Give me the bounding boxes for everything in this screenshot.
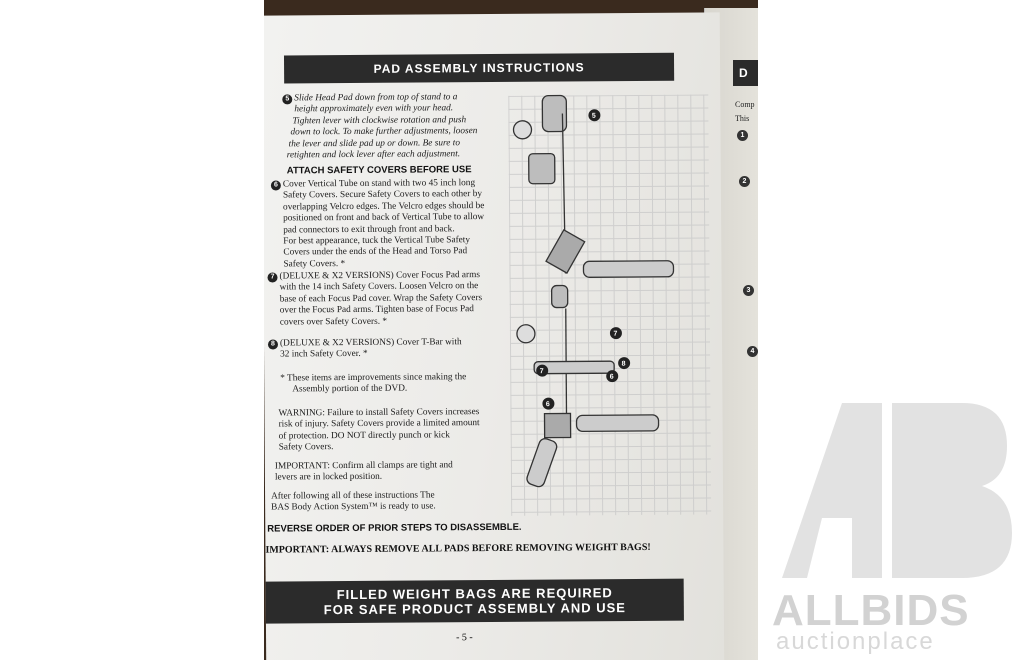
text-line: Covers under the ends of the Head and To…: [283, 246, 468, 258]
head-pad: [541, 94, 568, 133]
text-line: * These items are improvements since mak…: [280, 372, 467, 384]
warning-text: WARNING: Failure to install Safety Cover…: [278, 407, 479, 454]
t-bar: [533, 360, 615, 375]
page-title: PAD ASSEMBLY INSTRUCTIONS: [283, 52, 675, 84]
text-line: Slide Head Pad down from top of stand to…: [294, 92, 458, 104]
text-line: (DELUXE & X2 VERSIONS) Cover Focus Pad a…: [279, 270, 481, 282]
step-number: 5: [282, 94, 293, 105]
text-line: (DELUXE & X2 VERSIONS) Cover T-Bar with: [279, 337, 462, 349]
text-line: IMPORTANT: Confirm all clamps are tight …: [274, 460, 453, 472]
torso-pad: [528, 152, 556, 185]
text-line: Assembly portion of the DVD.: [292, 384, 408, 395]
text-line: covers over Safety Covers. *: [279, 316, 388, 328]
text-line: pad connectors to exit through front and…: [283, 223, 455, 236]
important-clamps: IMPORTANT: Confirm all clamps are tight …: [275, 460, 453, 484]
footer-banner: FILLED WEIGHT BAGS ARE REQUIRED FOR SAFE…: [265, 578, 684, 624]
text-line: risk of injury. Safety Covers provide a …: [278, 418, 480, 430]
text-line: with the 14 inch Safety Covers. Loosen V…: [279, 281, 479, 293]
step-number: 2: [739, 176, 750, 187]
manual-page: PAD ASSEMBLY INSTRUCTIONS 5 7: [264, 12, 725, 660]
step-number: 3: [743, 285, 754, 296]
callout: 7: [540, 368, 544, 375]
text-line: Tighten lever with clockwise rotation an…: [292, 114, 467, 127]
watermark-brand: ALLBIDS: [772, 586, 970, 635]
focus-pad: [512, 120, 533, 140]
banner-line: FOR SAFE PRODUCT ASSEMBLY AND USE: [323, 600, 626, 618]
text-line: of protection. DO NOT directly punch or …: [278, 430, 450, 442]
manual-photo: D Comp This 1 2 3 4 PAD ASSEMBLY INSTRUC…: [264, 0, 758, 660]
watermark-tagline: auctionplace: [776, 628, 935, 655]
footnote: * These items are improvements since mak…: [280, 372, 466, 396]
text-line: over the Focus Pad arms. Tighten base of…: [279, 304, 474, 316]
callout: 6: [546, 401, 550, 408]
text-line: WARNING: Failure to install Safety Cover…: [278, 407, 480, 419]
text-line: retighten and lock lever after each adju…: [286, 149, 461, 161]
step-number: 1: [737, 130, 748, 141]
callout: 8: [622, 361, 626, 368]
text-line: Cover Vertical Tube on stand with two 45…: [282, 178, 476, 190]
subheading: ATTACH SAFETY COVERS BEFORE USE: [286, 164, 472, 177]
reverse-order-note: REVERSE ORDER OF PRIOR STEPS TO DISASSEM…: [267, 521, 522, 535]
text-line: After following all of these instruction…: [271, 490, 435, 502]
text-line: down to lock. To make further adjustment…: [290, 126, 478, 138]
callout: 7: [613, 331, 617, 338]
text-line: 32 inch Safety Cover. *: [280, 349, 368, 360]
step-number: 4: [747, 346, 758, 357]
text-line: positioned on front and back of Vertical…: [283, 212, 485, 224]
step-number: 8: [267, 339, 279, 350]
callout: 6: [610, 374, 614, 381]
ready-text: After following all of these instruction…: [271, 490, 436, 514]
next-page-title: D: [733, 60, 758, 86]
important-remove-pads: IMPORTANT: ALWAYS REMOVE ALL PADS BEFORE…: [265, 541, 651, 556]
text-line: overlapping Velcro edges. The Velcro edg…: [283, 200, 485, 213]
text-line: height approximately even with your head…: [294, 103, 454, 115]
text-line: Safety Covers.: [278, 442, 334, 453]
assembly-diagram: 5 7 7 8 6 6: [512, 94, 675, 488]
step-7: 7(DELUXE & X2 VERSIONS) Cover Focus Pad …: [267, 270, 482, 329]
next-page-text: Comp: [735, 100, 755, 109]
weight-bag: [582, 260, 675, 278]
allbids-logo-icon: [782, 403, 1012, 578]
callout: 5: [592, 113, 596, 120]
page-number: - 5 -: [456, 632, 473, 644]
text-line: Safety Covers. Secure Safety Covers to e…: [282, 189, 483, 201]
step-number: 7: [267, 272, 278, 283]
text-line: levers are in locked position.: [274, 472, 383, 483]
text-line: BAS Body Action System™ is ready to use.: [271, 501, 436, 513]
text-line: For best appearance, tuck the Vertical T…: [283, 235, 471, 247]
step-8: 8(DELUXE & X2 VERSIONS) Cover T-Bar with…: [267, 337, 462, 361]
text-line: base of each Focus Pad cover. Wrap the S…: [279, 292, 483, 305]
step-number: 6: [270, 180, 281, 191]
text-line: the lever and slide pad up or down. Be s…: [288, 137, 461, 150]
next-page-text: This: [735, 114, 750, 123]
head-pad-2: [550, 284, 569, 309]
text-line: Safety Covers. *: [283, 258, 346, 270]
